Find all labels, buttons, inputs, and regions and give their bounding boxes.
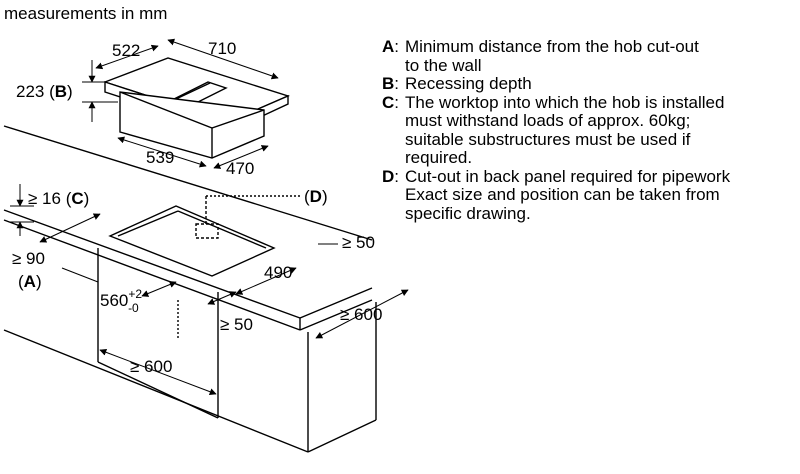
worktop-thickness-label: ≥ 16 (C) bbox=[28, 189, 89, 208]
right-clearance-label: ≥ 50 bbox=[342, 233, 375, 252]
worktop-depth-label: ≥ 600 bbox=[340, 305, 382, 324]
units-label: measurements in mm bbox=[4, 4, 167, 23]
carcass-width-label: ≥ 600 bbox=[130, 357, 172, 376]
hob-width-label: 710 bbox=[208, 39, 236, 58]
floor-line bbox=[3, 329, 309, 453]
legend-key: A bbox=[382, 37, 395, 56]
wall-line bbox=[3, 125, 373, 241]
pipework-cutout bbox=[195, 223, 219, 239]
legend: A: Minimum distance from the hob cut-out… bbox=[382, 37, 794, 223]
hob-cutout-width-label: 539 bbox=[146, 148, 174, 167]
wall-distance-key: (A) bbox=[18, 272, 42, 291]
legend-text: Minimum distance from the hob cut-out to… bbox=[405, 37, 699, 75]
legend-key: B bbox=[382, 74, 395, 93]
pipework-label: (D) bbox=[304, 187, 328, 206]
cutout-width-label: 560+2-0 bbox=[100, 287, 142, 315]
hob-cutout-depth-label: 470 bbox=[226, 159, 254, 178]
worktop-drawing bbox=[3, 125, 377, 453]
legend-item-a: A: Minimum distance from the hob cut-out… bbox=[382, 37, 699, 75]
legend-key: C bbox=[382, 92, 395, 112]
wall-distance-label: ≥ 90 bbox=[12, 249, 45, 268]
hob-dimensions bbox=[82, 38, 279, 169]
legend-text: The worktop into which the hob is instal… bbox=[405, 92, 725, 167]
hob-height-label: 223 (B) bbox=[16, 82, 73, 101]
hob-depth-label: 522 bbox=[112, 41, 140, 60]
worktop-cutout bbox=[108, 205, 276, 277]
legend-item-d: D: Cut-out in back panel required for pi… bbox=[382, 166, 731, 223]
legend-text: Cut-out in back panel required for pipew… bbox=[405, 166, 731, 223]
cabinet-dimensions bbox=[10, 184, 409, 396]
cutout-depth-label: 490 bbox=[264, 263, 292, 282]
inner-clearance-label: ≥ 50 bbox=[220, 315, 253, 334]
legend-key: D bbox=[382, 166, 395, 186]
legend-text: Recessing depth bbox=[405, 74, 532, 93]
legend-item-b: B: Recessing depth bbox=[382, 74, 532, 93]
legend-item-c: C: The worktop into which the hob is ins… bbox=[382, 92, 725, 167]
